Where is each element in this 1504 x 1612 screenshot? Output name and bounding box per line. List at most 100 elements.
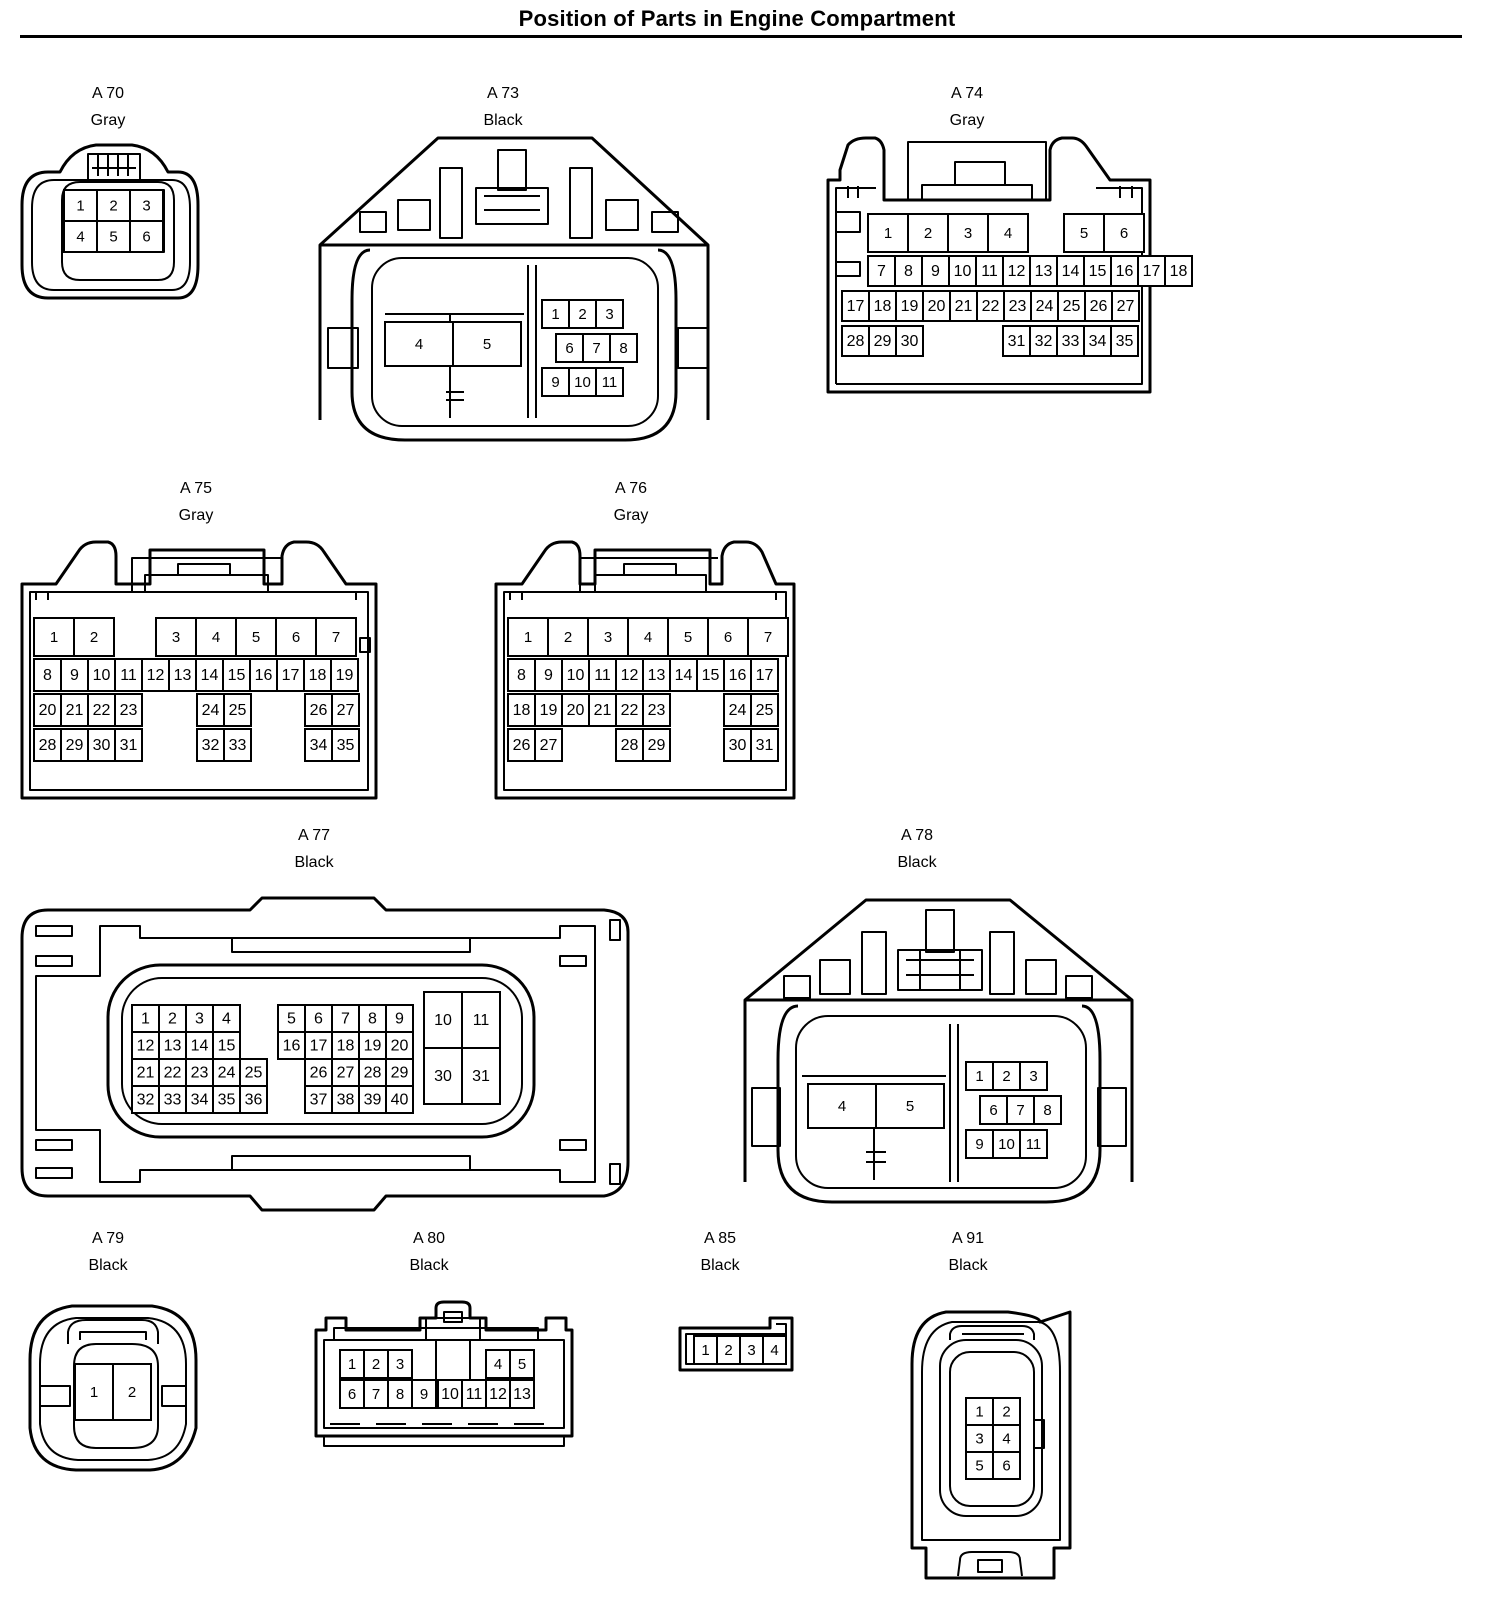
pin-cell: 14 [195, 658, 224, 692]
connector-color: Black [294, 854, 334, 871]
pin-number: 5 [483, 336, 491, 353]
pin-box [762, 1335, 787, 1365]
pin-number: 20 [928, 298, 946, 315]
pin-cell: 15 [1083, 255, 1112, 287]
pin-box [387, 1379, 413, 1409]
pin-cell: 7 [1006, 1095, 1035, 1125]
pin-number: 30 [901, 333, 919, 350]
pin-cell: 25 [239, 1058, 268, 1087]
pin-box [385, 1031, 414, 1060]
pin-box [642, 728, 671, 762]
pin-number: 7 [877, 263, 886, 280]
pin-number: 7 [372, 1386, 380, 1403]
pin-cell: 12 [141, 658, 170, 692]
pin-number: 10 [434, 1012, 452, 1029]
pin-cell: 4 [762, 1335, 787, 1365]
pin-box [723, 728, 752, 762]
pin-number: 6 [348, 1386, 356, 1403]
pin-box [1030, 290, 1059, 322]
pin-number: 18 [513, 702, 531, 719]
pin-cell: 18 [331, 1031, 360, 1060]
pin-cell: 13 [642, 658, 671, 692]
pin-cell: 7 [747, 617, 789, 657]
pin-number: 5 [252, 629, 260, 646]
pin-number: 11 [1026, 1136, 1042, 1153]
pin-number: 24 [202, 702, 220, 719]
pin-number: 33 [164, 1092, 182, 1109]
pin-cell: 1 [74, 1363, 114, 1421]
pin-box [507, 617, 549, 657]
pin-number: 18 [337, 1038, 355, 1055]
pin-cell: 21 [949, 290, 978, 322]
pin-number: 9 [975, 1136, 983, 1153]
pin-number: 10 [567, 667, 585, 684]
pin-box [507, 658, 536, 692]
pin-number: 5 [906, 1098, 914, 1115]
pin-box [212, 1058, 241, 1087]
pin-number: 26 [1090, 298, 1108, 315]
connector-a75 [20, 540, 378, 800]
pin-box [1019, 1129, 1048, 1159]
pin-number: 9 [544, 667, 553, 684]
pin-cell: 9 [534, 658, 563, 692]
pin-cell: 2 [112, 1363, 152, 1421]
pin-number: 37 [310, 1092, 328, 1109]
pin-number: 1 [524, 629, 532, 646]
pin-number: 21 [594, 702, 612, 719]
pin-number: 1 [141, 1011, 150, 1028]
pin-cell: 33 [1056, 325, 1085, 357]
pin-box [1103, 213, 1145, 253]
pin-cell: 7 [582, 333, 611, 363]
pin-box [485, 1349, 511, 1379]
pin-cell: 4 [627, 617, 669, 657]
pin-cell: 16 [723, 658, 752, 692]
pin-box [588, 658, 617, 692]
pin-box [669, 658, 698, 692]
pin-number: 21 [137, 1065, 155, 1082]
pin-box [358, 1031, 387, 1060]
pin-number: 14 [191, 1038, 209, 1055]
pin-cell: 1 [507, 617, 549, 657]
pin-number: 1 [90, 1384, 98, 1401]
pin-number: 27 [337, 702, 355, 719]
pin-box [33, 617, 75, 657]
pin-number: 18 [874, 298, 892, 315]
connector-color: Black [700, 1257, 740, 1274]
pin-cell: 34 [185, 1085, 214, 1114]
pin-number: 5 [1080, 225, 1088, 242]
pin-cell: 3 [1019, 1061, 1048, 1091]
pin-cell: 10 [87, 658, 116, 692]
pin-box [615, 728, 644, 762]
pin-box [411, 1379, 437, 1409]
pin-number: 2 [924, 225, 932, 242]
pin-cell: 6 [979, 1095, 1008, 1125]
pin-cell: 30 [87, 728, 116, 762]
pin-cell: 22 [615, 693, 644, 727]
pin-cell: 1 [339, 1349, 365, 1379]
pin-cell: 11 [1019, 1129, 1048, 1159]
pin-number: 15 [702, 667, 720, 684]
pin-cell: 21 [131, 1058, 160, 1087]
pin-box [868, 325, 897, 357]
pin-box [212, 1085, 241, 1114]
pin-cell: 14 [185, 1031, 214, 1060]
pin-cell: 6 [1103, 213, 1145, 253]
pin-cell: 2 [907, 213, 949, 253]
pin-number: 8 [619, 340, 627, 357]
pin-box [1006, 1095, 1035, 1125]
connector-id: A 73 [486, 85, 520, 102]
pin-cell: 32 [131, 1085, 160, 1114]
pin-box [212, 1004, 241, 1033]
pin-number: 15 [1089, 263, 1107, 280]
pin-cell: 5 [1063, 213, 1105, 253]
pin-box [33, 728, 62, 762]
pin-box [595, 367, 624, 397]
pin-cell: 25 [750, 693, 779, 727]
pin-cell: 11 [595, 367, 624, 397]
pin-box [223, 693, 252, 727]
pin-number: 11 [594, 667, 611, 684]
pin-box [331, 1004, 360, 1033]
